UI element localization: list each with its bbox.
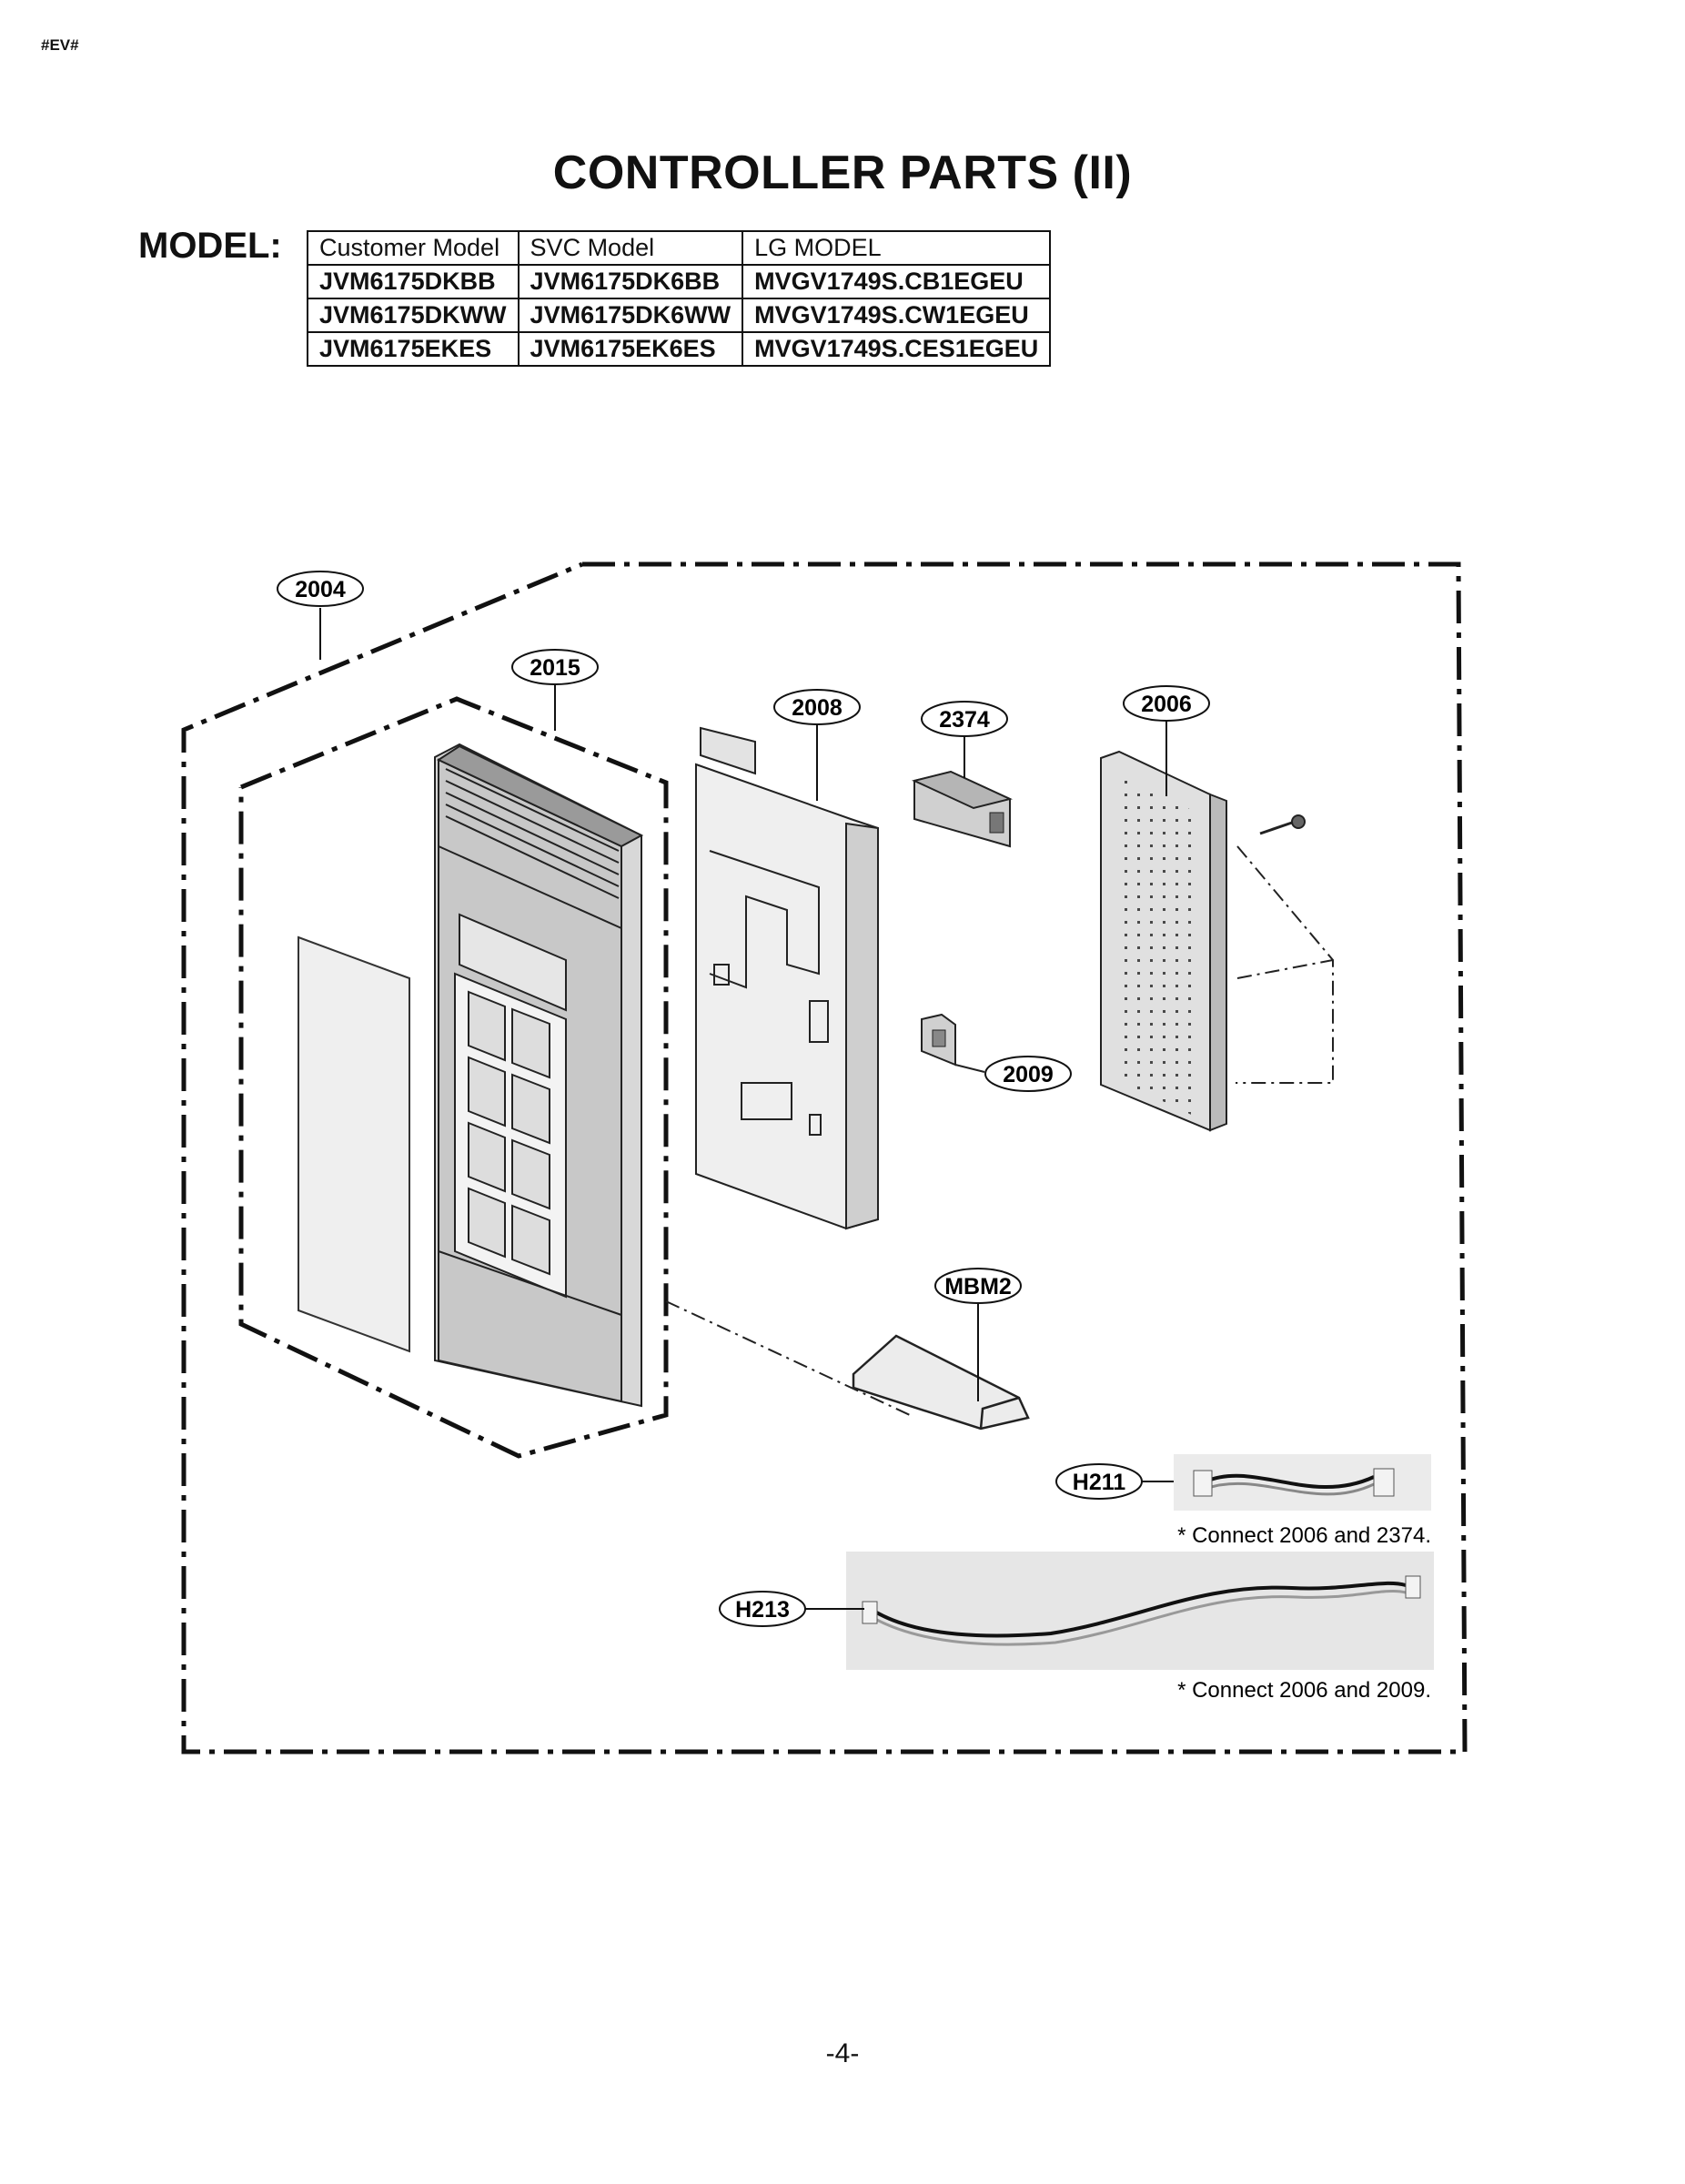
svg-text:2008: 2008: [792, 695, 842, 721]
svg-text:2015: 2015: [530, 655, 580, 681]
callout-2008: 2008: [773, 689, 861, 725]
callout-2015: 2015: [511, 649, 599, 685]
callout-mbm2: MBM2: [934, 1268, 1022, 1304]
column-header-customer-model: Customer Model: [307, 230, 520, 266]
note-h213: * Connect 2006 and 2009.: [1177, 1678, 1431, 1703]
svg-text:2374: 2374: [939, 707, 990, 733]
table-row: JVM6175DKBB JVM6175DK6BB MVGV1749S.CB1EG…: [307, 264, 1052, 299]
model-label: MODEL:: [138, 226, 282, 266]
note-h211: * Connect 2006 and 2374.: [1177, 1523, 1431, 1548]
connector-module-part: [912, 770, 1013, 848]
cell-customer-model: JVM6175DKBB: [307, 264, 520, 299]
panel-frame-part: [434, 743, 644, 1408]
cell-svc-model: JVM6175DK6BB: [517, 264, 744, 299]
bracket-part: [695, 726, 879, 1230]
svg-text:MBM2: MBM2: [944, 1274, 1012, 1299]
callout-h211: H211: [1055, 1463, 1143, 1500]
pcb-part: [1100, 750, 1334, 1132]
svg-text:2009: 2009: [1003, 1062, 1054, 1087]
corner-tag: #EV#: [41, 36, 79, 54]
column-header-lg-model: LG MODEL: [742, 230, 1052, 266]
callout-h213: H213: [719, 1591, 806, 1627]
svg-text:H213: H213: [735, 1597, 790, 1623]
callout-2009: 2009: [984, 1056, 1072, 1092]
callout-2006: 2006: [1123, 685, 1210, 722]
cell-lg-model: MVGV1749S.CB1EGEU: [742, 264, 1052, 299]
cell-lg-model: MVGV1749S.CW1EGEU: [742, 298, 1052, 333]
table-row: JVM6175DKWW JVM6175DK6WW MVGV1749S.CW1EG…: [307, 298, 1052, 333]
switch-part: [921, 1013, 985, 1073]
table-header-row: Customer Model SVC Model LG MODEL: [307, 230, 1052, 266]
cell-customer-model: JVM6175DKWW: [307, 298, 520, 333]
cell-customer-model: JVM6175EKES: [307, 331, 520, 367]
page-title: CONTROLLER PARTS (II): [552, 147, 1133, 199]
svg-text:H211: H211: [1073, 1470, 1125, 1495]
svg-text:2004: 2004: [295, 577, 346, 602]
callout-2374: 2374: [921, 701, 1008, 737]
model-table: Customer Model SVC Model LG MODEL JVM617…: [307, 230, 1052, 367]
callout-2004: 2004: [277, 571, 364, 607]
manual-bag-part: [665, 1300, 1030, 1431]
window-film-panel: [298, 935, 410, 1353]
svg-text:2006: 2006: [1141, 692, 1192, 717]
cell-svc-model: JVM6175EK6ES: [517, 331, 744, 367]
column-header-svc-model: SVC Model: [517, 230, 744, 266]
page-number: -4-: [825, 2038, 860, 2068]
assembly-boundary-2015: [238, 696, 669, 1459]
cell-lg-model: MVGV1749S.CES1EGEU: [742, 331, 1052, 367]
cell-svc-model: JVM6175DK6WW: [517, 298, 744, 333]
table-row: JVM6175EKES JVM6175EK6ES MVGV1749S.CES1E…: [307, 331, 1052, 367]
